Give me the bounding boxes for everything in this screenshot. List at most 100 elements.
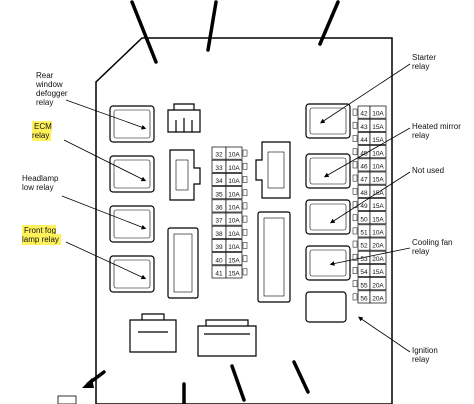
- relay-rear-window-defogger: [109, 105, 155, 143]
- fuse-number: 43: [360, 124, 368, 131]
- connector-middle-right: [255, 141, 291, 199]
- label-ecm: ECM relay: [32, 121, 66, 141]
- mounting-arrow-bottom-2: [230, 364, 246, 402]
- relay-not-used: [305, 199, 351, 235]
- slot-tall-left: [167, 227, 199, 299]
- leader-not-used: [329, 171, 411, 224]
- mounting-arrow-top-left: [130, 0, 158, 64]
- fuse-rating: 10A: [372, 111, 384, 118]
- fuse-rating: 10A: [372, 230, 384, 237]
- fuse-number: 50: [360, 216, 368, 223]
- fuse-number: 44: [360, 137, 368, 144]
- fuse-number: 39: [215, 244, 223, 251]
- fuse-number: 40: [215, 257, 223, 264]
- connector-top: [167, 103, 201, 133]
- fuse-rating: 10A: [228, 205, 240, 212]
- mounting-arrow-top-right: [318, 0, 340, 46]
- fuse-41: 41 15A: [211, 265, 248, 279]
- connector-bottom-middle: [197, 319, 257, 357]
- label-starter: Starter relay: [412, 53, 437, 71]
- leader-rear-window-defogger: [65, 99, 147, 130]
- fuse-rating: 15A: [372, 203, 384, 210]
- fuse-rating: 15A: [372, 137, 384, 144]
- fuse-number: 36: [215, 205, 223, 212]
- mounting-arrow-bottom-left-head: [82, 378, 94, 388]
- fuse-rating: 10A: [372, 164, 384, 171]
- label-ecm-text: ECM relay: [32, 121, 52, 141]
- fuse-number: 48: [360, 190, 368, 197]
- label-rear-window-defogger: Rear window defogger relay: [36, 71, 68, 107]
- relay-heated-mirror: [305, 153, 351, 189]
- fuse-number: 41: [215, 271, 223, 278]
- mounting-arrow-top-middle: [206, 0, 218, 52]
- fuse-rating: 15A: [372, 216, 384, 223]
- leader-heated-mirror: [323, 127, 411, 178]
- fuse-52: 52 20A: [352, 237, 387, 251]
- relay-ignition: [305, 291, 347, 323]
- fuse-48: 48 15A: [352, 184, 387, 198]
- connector-middle-left: [169, 149, 201, 201]
- slot-tall-right: [257, 211, 291, 303]
- fuse-36: 36 10A: [211, 199, 248, 213]
- fuse-number: 52: [360, 243, 368, 250]
- fuse-rating: 15A: [372, 269, 384, 276]
- fuse-rating: 10A: [228, 231, 240, 238]
- mounting-arrow-bottom-3: [292, 360, 310, 394]
- fuse-number: 55: [360, 282, 368, 289]
- relay-cooling-fan: [305, 245, 351, 281]
- label-not-used: Not used: [412, 166, 445, 175]
- corner-tag: [57, 395, 77, 404]
- fuse-number: 54: [360, 269, 368, 276]
- fuse-number: 34: [215, 178, 223, 185]
- fuse-number: 47: [360, 177, 368, 184]
- fuse-rating: 10A: [228, 178, 240, 185]
- label-cooling-fan: Cooling fan relay: [412, 238, 453, 256]
- label-heated-mirror: Heated mirror relay: [412, 122, 461, 140]
- fuse-rating: 15A: [372, 177, 384, 184]
- fuse-number: 42: [360, 111, 368, 118]
- fuse-rating: 10A: [228, 165, 240, 172]
- leader-front-fog-lamp: [65, 241, 147, 280]
- fuse-rating: 15A: [372, 124, 384, 131]
- fuse-34: 34 10A: [211, 173, 248, 186]
- relay-starter: [305, 103, 351, 139]
- fuse-number: 35: [215, 191, 223, 198]
- fuse-rating: 10A: [372, 150, 384, 157]
- fuse-number: 33: [215, 165, 223, 172]
- fuse-50: 50 15A: [352, 211, 387, 225]
- fuse-43: 43 15A: [352, 118, 387, 132]
- fuse-number: 37: [215, 218, 223, 225]
- fuse-47: 47 15A: [352, 171, 387, 185]
- fuse-rating: 15A: [372, 190, 384, 197]
- leader-ecm: [63, 139, 147, 182]
- fuse-rating: 15A: [228, 257, 240, 264]
- fuse-rating: 15A: [228, 271, 240, 278]
- fuse-number: 46: [360, 164, 368, 171]
- mounting-arrows: [82, 0, 340, 404]
- fuse-rating: 10A: [228, 218, 240, 225]
- leader-lines: [61, 63, 411, 353]
- fuse-rating: 20A: [372, 296, 384, 303]
- leader-headlamp-low: [61, 195, 147, 230]
- relay-ecm: [109, 155, 155, 193]
- fuse-54: 54 15A: [352, 264, 387, 277]
- label-front-fog-text: Front fog lamp relay: [22, 225, 61, 245]
- label-ignition: Ignition relay: [412, 346, 438, 364]
- label-headlamp-low: Headlamp low relay: [22, 174, 59, 192]
- fuse-rating: 20A: [372, 243, 384, 250]
- fuse-37: 37 10A: [211, 212, 248, 226]
- relay-front-fog-lamp: [109, 255, 155, 293]
- fuse-46: 46 10A: [352, 158, 387, 172]
- relay-headlamp-low: [109, 205, 155, 243]
- fuse-number: 32: [215, 152, 223, 159]
